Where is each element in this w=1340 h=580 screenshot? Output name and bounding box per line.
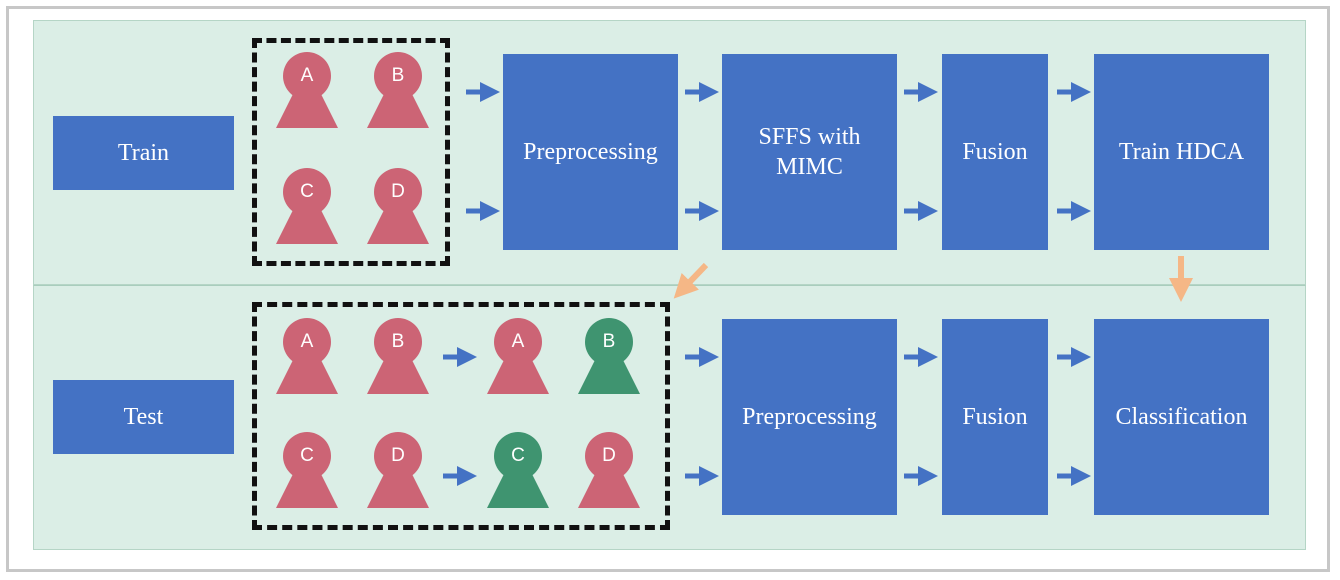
train-person-d: D [367, 168, 447, 258]
test-person-d: D [367, 432, 447, 522]
person-label: B [602, 331, 616, 352]
test-electrode-group [252, 302, 670, 530]
train-person-a: A [276, 52, 356, 142]
person-label: B [391, 331, 405, 352]
test-label-box: Test [53, 380, 234, 454]
person-label: C [300, 181, 314, 202]
test-label: Test [123, 404, 164, 430]
step-label: Fusion [962, 139, 1028, 165]
test-person-a-after: A [487, 318, 567, 408]
person-label: D [391, 181, 405, 202]
step-label: Preprocessing [742, 404, 877, 430]
step-label: Fusion [962, 404, 1028, 430]
test-step-fusion: Fusion [942, 319, 1048, 515]
train-person-c: C [276, 168, 356, 258]
step-label: Preprocessing [523, 139, 658, 165]
train-label: Train [117, 140, 170, 166]
person-label: B [391, 65, 405, 86]
train-electrode-group [252, 38, 450, 266]
train-step-fusion: Fusion [942, 54, 1048, 250]
train-step-preprocessing: Preprocessing [503, 54, 678, 250]
step-label: SFFS with MIMC [758, 124, 861, 180]
person-label: C [300, 445, 314, 466]
test-person-b: B [367, 318, 447, 408]
test-person-a: A [276, 318, 356, 408]
train-label-box: Train [53, 116, 234, 190]
test-person-c: C [276, 432, 356, 522]
test-step-preprocessing: Preprocessing [722, 319, 897, 515]
step-label: Classification [1115, 404, 1248, 430]
train-person-b: B [367, 52, 447, 142]
person-label: A [300, 65, 314, 86]
person-label: A [511, 331, 525, 352]
person-label: A [300, 331, 314, 352]
train-step-sffs: SFFS with MIMC [722, 54, 897, 250]
person-label: C [511, 445, 525, 466]
test-person-b-after: B [578, 318, 658, 408]
test-step-classification: Classification [1094, 319, 1269, 515]
person-label: D [391, 445, 405, 466]
test-person-d-after: D [578, 432, 658, 522]
train-step-train-hdca: Train HDCA [1094, 54, 1269, 250]
step-label: Train HDCA [1118, 139, 1245, 165]
test-person-c-after: C [487, 432, 567, 522]
person-label: D [602, 445, 616, 466]
